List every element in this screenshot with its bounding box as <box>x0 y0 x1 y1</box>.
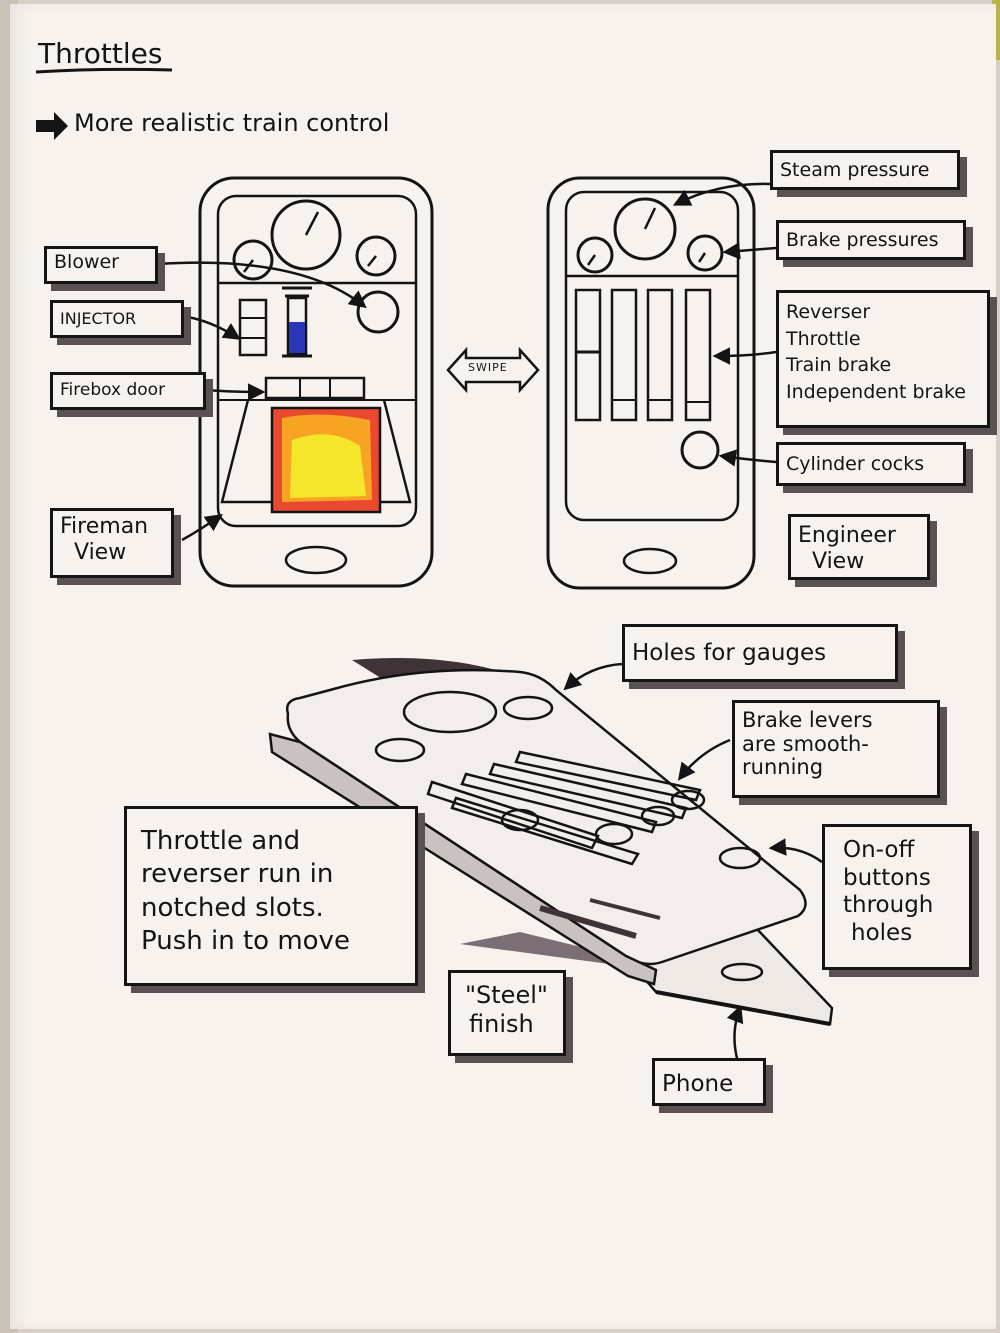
fireman-left-gauge <box>232 239 274 281</box>
callout-firebox-door: Firebox door <box>50 372 206 410</box>
callout-engineer-view: Engineer View <box>788 514 930 580</box>
callout-blower: Blower <box>44 246 158 284</box>
engineer-left-gauge <box>576 236 614 274</box>
throttle-hardware-sketch <box>268 658 834 1026</box>
blower-button-sketch <box>356 290 400 334</box>
throttle-knob <box>594 822 634 846</box>
arrow-cylinder-cocks <box>718 449 777 467</box>
callout-steel-finish: "Steel" finish <box>448 970 566 1056</box>
engineer-right-gauge <box>686 234 724 272</box>
callout-fireman-view: Fireman View <box>50 508 174 578</box>
callout-phone: Phone <box>652 1058 766 1106</box>
callout-throttle-note: Throttle and reverser run in notched slo… <box>124 806 418 986</box>
arrow-brake-levers <box>677 738 731 781</box>
arrow-blower <box>157 261 367 309</box>
callout-steam-pressure: Steam pressure <box>770 150 960 190</box>
arrow-steam-pressure <box>672 182 773 206</box>
arrow-brake-pressures <box>722 242 777 260</box>
engineer-main-gauge <box>613 197 677 261</box>
cylinder-cocks-button-sketch <box>680 430 720 470</box>
callout-brake-levers: Brake levers are smooth- running <box>732 700 940 798</box>
arrow-fireman-view <box>181 513 223 542</box>
fireman-phone <box>198 176 434 588</box>
hole-main-gauge <box>402 690 498 734</box>
swipe-label: SWIPE <box>468 361 508 374</box>
fabric-corner <box>992 0 1000 60</box>
title-underline <box>35 67 173 74</box>
engineer-phone <box>546 176 756 590</box>
callout-on-off-buttons: On-off buttons through holes <box>822 824 972 970</box>
arrow-controls <box>712 347 777 365</box>
fireman-right-gauge <box>355 235 397 277</box>
bullet-arrow-icon <box>36 112 68 140</box>
callout-holes-for-gauges: Holes for gauges <box>622 624 898 682</box>
arrow-injector <box>181 314 241 340</box>
callout-cylinder-cocks: Cylinder cocks <box>776 442 966 486</box>
on-off-hole <box>718 846 762 870</box>
arrow-on-off <box>768 838 823 864</box>
arrow-phone <box>726 1004 744 1063</box>
callout-brake-pressures: Brake pressures <box>776 220 966 260</box>
callout-injector: INJECTOR <box>50 300 184 338</box>
reverser-knob <box>500 808 540 832</box>
page-title: Throttles <box>38 37 163 70</box>
arrow-firebox-door <box>205 383 266 401</box>
swipe-double-arrow <box>446 346 540 394</box>
callout-controls: Reverser Throttle Train brake Independen… <box>776 290 990 428</box>
fireman-main-gauge <box>270 199 342 271</box>
arrow-holes-gauges <box>563 662 623 691</box>
page-subtitle: More realistic train control <box>74 109 390 137</box>
